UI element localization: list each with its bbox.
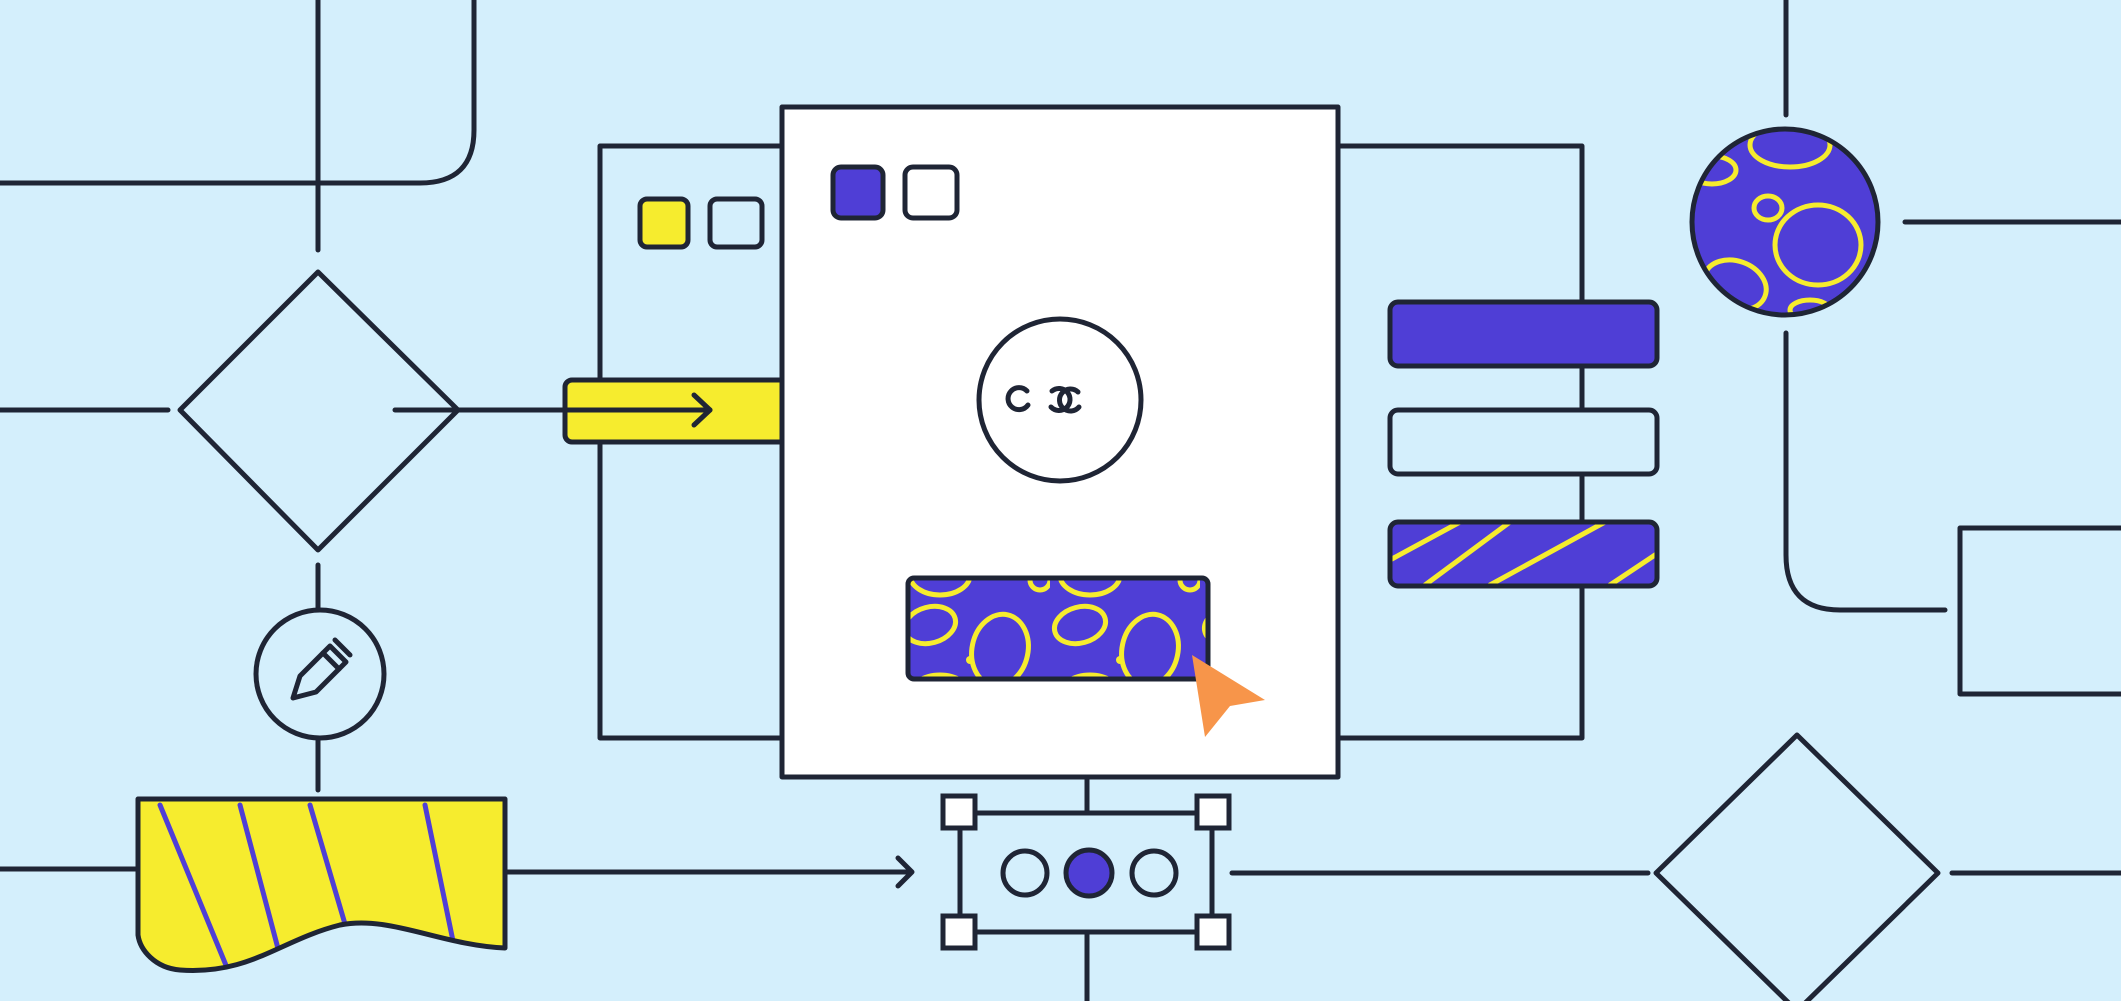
pencil-icon bbox=[253, 607, 387, 741]
selection-handle bbox=[1194, 913, 1232, 951]
yellow-arrow-bar bbox=[392, 377, 798, 445]
logo-circle bbox=[976, 316, 1144, 484]
dot-empty bbox=[1000, 848, 1050, 898]
selection-handle bbox=[1194, 793, 1232, 831]
cursor-arrow bbox=[1192, 655, 1265, 737]
list-bar-filled bbox=[1387, 299, 1660, 369]
selection-handle bbox=[940, 793, 978, 831]
list-bar-empty bbox=[1387, 407, 1660, 477]
browser-window bbox=[779, 104, 1341, 780]
planet-circle bbox=[1689, 126, 1881, 318]
selected-element-with-handles bbox=[940, 793, 1232, 951]
patterned-button bbox=[905, 575, 1211, 682]
small-window-squares bbox=[637, 196, 765, 250]
selection-handle bbox=[940, 913, 978, 951]
window-control-filled bbox=[830, 164, 886, 221]
list-bars bbox=[1387, 299, 1660, 589]
dot-filled bbox=[1063, 847, 1115, 899]
dot-empty bbox=[1129, 848, 1179, 898]
decision-diamond bbox=[177, 269, 461, 553]
list-bar-striped bbox=[1387, 519, 1660, 589]
wavy-document-shape bbox=[135, 796, 508, 973]
decision-diamond-bottom bbox=[1653, 732, 1941, 1001]
window-control-empty bbox=[902, 164, 960, 221]
